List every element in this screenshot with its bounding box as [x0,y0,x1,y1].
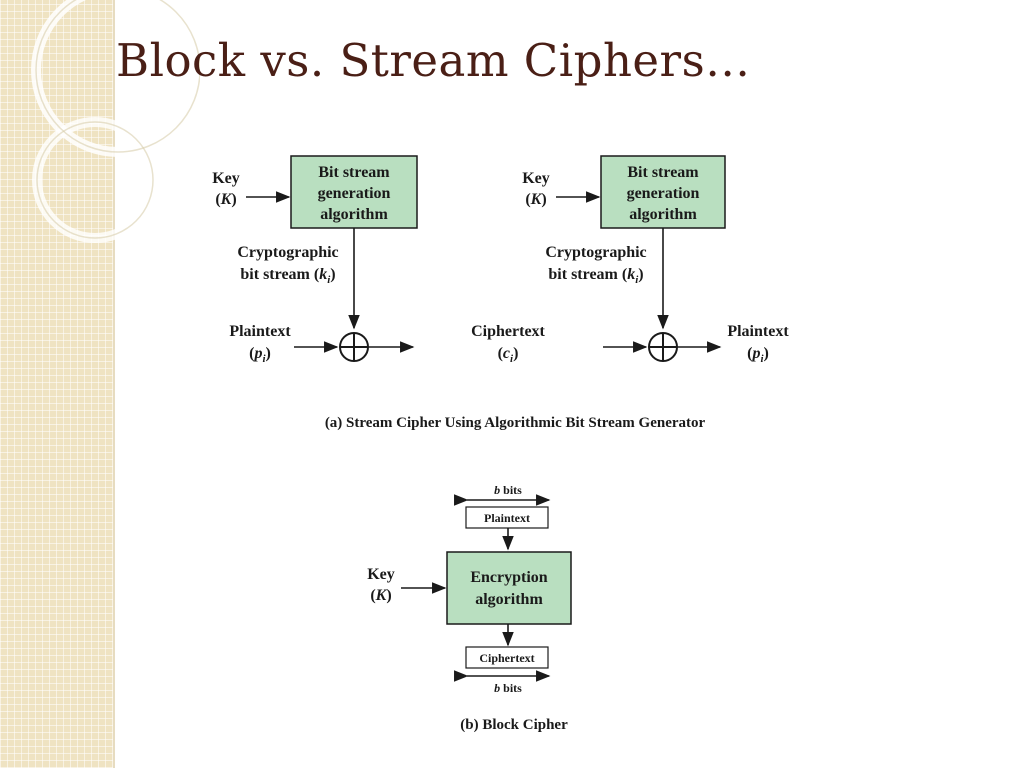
enc-key-label: Key [212,170,240,187]
stream-encrypt: Key (K) Bit stream generation algorithm … [212,155,418,365]
block-key-symbol: K [375,587,388,604]
enc-plaintext-label: Plaintext [229,323,291,340]
dec-crypto-symbol: k [627,266,635,283]
dec-plaintext-sub: i [760,353,764,365]
block-bottom-bits-group: b bits [494,681,522,695]
enc-crypto-line1: Cryptographic [237,244,338,261]
enc-bitstream-generator-box [290,155,418,229]
block-cipher-caption: (b) Block Cipher [460,717,568,733]
dec-ciphertext-label: Ciphertext [471,323,545,340]
dec-gen-line3: algorithm [629,206,697,223]
sidebar-divider [113,0,115,768]
block-enc-line2: algorithm [475,591,543,608]
dec-crypto-line2-group: bit stream (ki) [548,266,643,286]
block-bottom-bits-var: b [494,681,500,695]
enc-gen-line3: algorithm [320,206,388,223]
deco-circle-small-edge [36,121,154,239]
enc-key-symbol: K [220,191,233,208]
dec-xor-icon [648,332,678,362]
block-key-label: Key [367,566,395,583]
dec-ciphertext-symbol-group: (ci) [498,345,519,365]
enc-plaintext-sub: i [262,353,266,365]
enc-gen-line1: Bit stream [318,164,390,181]
dec-plaintext-symbol-group: (pi) [747,345,769,365]
dec-key-label: Key [522,170,550,187]
dec-bitstream-generator-box [600,155,726,229]
block-top-bits-var: b [494,483,500,497]
stream-cipher-caption: (a) Stream Cipher Using Algorithmic Bit … [325,415,706,431]
block-top-bits-group: b bits [494,483,522,497]
deco-circle-large-edge [35,0,200,153]
enc-xor-icon [339,332,369,362]
enc-plaintext-symbol: p [252,345,262,362]
enc-crypto-sub: i [327,274,331,286]
block-ciphertext-box [465,646,549,669]
enc-crypto-line2-group: bit stream (ki) [240,266,335,286]
dec-plaintext-label: Plaintext [727,323,789,340]
enc-crypto-line2: bit stream ( [240,266,319,283]
block-plaintext-label: Plaintext [484,511,530,525]
dec-gen-line1: Bit stream [627,164,699,181]
dec-key-symbol: K [530,191,543,208]
dec-gen-line2: generation [627,185,700,202]
block-key-symbol-group: (K) [370,587,391,604]
block-top-bits-unit: bits [500,483,522,497]
enc-crypto-symbol: k [319,266,327,283]
enc-plaintext-symbol-group: (pi) [249,345,271,365]
dec-ciphertext-symbol: c [503,345,510,362]
stream-decrypt: Key (K) Bit stream generation algorithm … [471,155,789,365]
dec-ciphertext-sub: i [510,353,514,365]
block-cipher: b bits Plaintext Encryption algorithm Ke… [367,483,572,695]
dec-crypto-sub: i [635,274,639,286]
dec-crypto-line1: Cryptographic [545,244,646,261]
block-bottom-bits-unit: bits [500,681,522,695]
dec-key-symbol-group: (K) [525,191,546,208]
block-ciphertext-label: Ciphertext [479,651,534,665]
dec-crypto-line2: bit stream ( [548,266,627,283]
enc-gen-line2: generation [318,185,391,202]
dec-plaintext-symbol: p [750,345,760,362]
enc-key-symbol-group: (K) [215,191,236,208]
block-enc-line1: Encryption [470,569,547,586]
slide-title: Block vs. Stream Ciphers… [116,34,751,87]
block-encryption-box [446,551,572,625]
block-plaintext-box [465,506,549,529]
decorative-circles [31,0,200,243]
